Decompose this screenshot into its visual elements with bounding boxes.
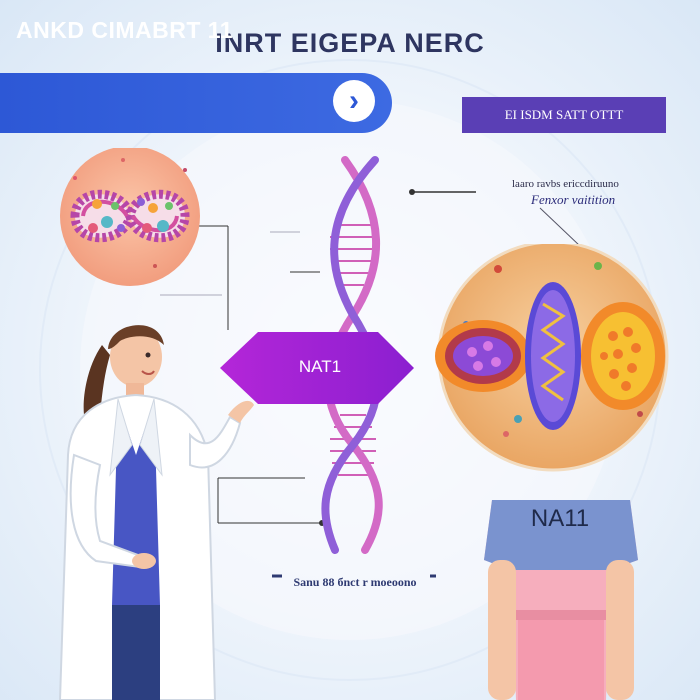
info-tag: EI ISDM SATT OTTT: [462, 97, 666, 133]
banner-title: ANKD CIMABRT 11: [16, 17, 234, 43]
person-illustration: [484, 500, 638, 700]
shirt-label: NA11: [530, 505, 590, 532]
cell-illustration: [435, 244, 669, 472]
page-title: INRT EIGEPA NERC: [215, 28, 485, 58]
info-text-line-1: laaro ravbs ericcdiruuno: [512, 178, 619, 190]
chevron-right-icon[interactable]: ›: [333, 80, 375, 122]
header-banner: [0, 73, 392, 133]
nat-hexagon: [220, 332, 414, 404]
scientist-illustration: [58, 325, 254, 700]
nat-label: NAT1: [298, 357, 342, 376]
chromosome-illustration: [60, 148, 200, 286]
info-text-line-2: Fenxor vaitition: [531, 192, 616, 207]
bottom-caption: Sanu 88 бnct r moeoono: [293, 574, 417, 589]
